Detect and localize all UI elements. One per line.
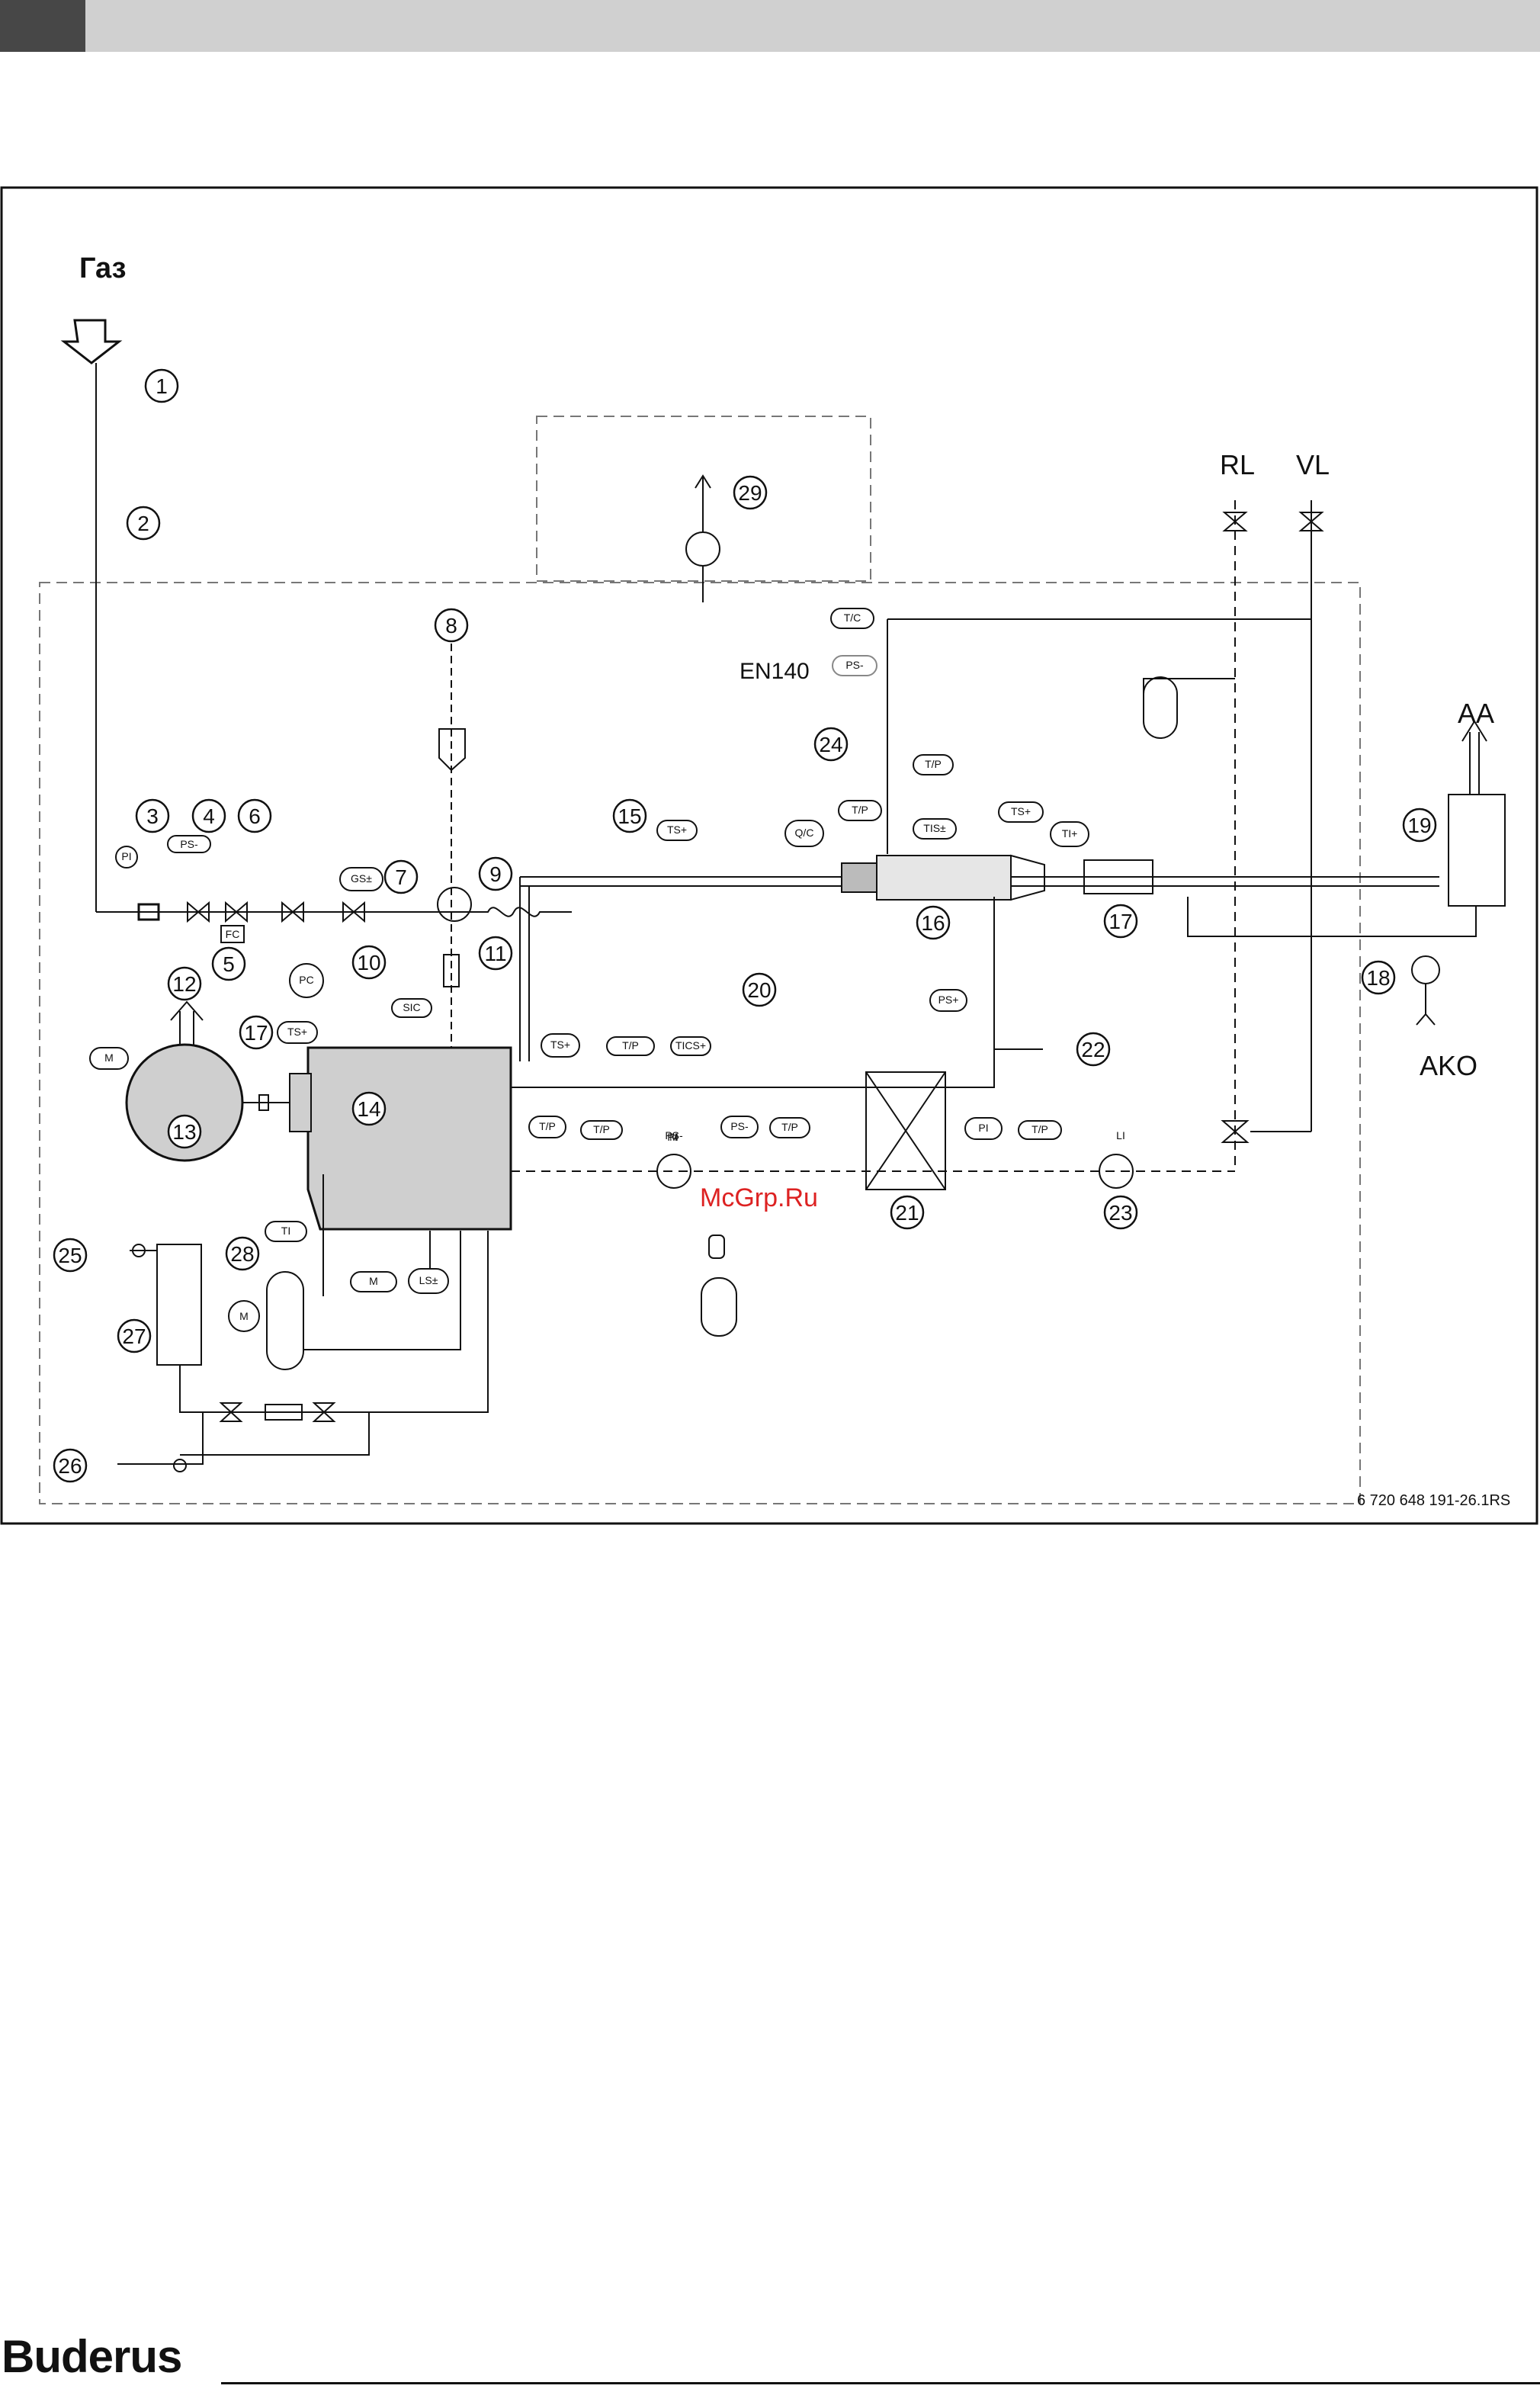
instrument-tag: TS+	[550, 1039, 570, 1051]
callout-number: 5	[223, 952, 235, 976]
boiler-body	[308, 1048, 511, 1229]
gas-inlet-label: Газ	[79, 252, 127, 284]
instrument-tag: PS-	[180, 838, 198, 850]
footer-rule	[221, 2382, 1540, 2384]
callout-number: 27	[122, 1324, 146, 1348]
callout-number: 1	[156, 374, 168, 398]
instrument-tag: T/P	[539, 1120, 556, 1132]
instrument-tag: TI+	[1062, 827, 1078, 840]
callout-number: 2	[137, 512, 149, 535]
instrument-tag: PS-	[845, 659, 864, 671]
callout-number: 24	[819, 733, 842, 756]
instrument-tag: T/P	[781, 1121, 798, 1133]
instrument-tag: M	[239, 1310, 249, 1322]
drawing-code: 6 720 648 191-26.1RS	[1357, 1492, 1510, 1509]
callout-number: 12	[172, 972, 196, 996]
callout-number: 28	[230, 1242, 254, 1266]
callout-number: 26	[58, 1454, 82, 1478]
callout-number: 21	[895, 1201, 919, 1225]
instrument-tag: PI	[121, 850, 131, 862]
callout-number: 6	[249, 804, 261, 828]
flow-label: VL	[1296, 449, 1330, 480]
callout-number: 13	[172, 1120, 196, 1144]
callout-number: 8	[445, 614, 457, 637]
instrument-tag: T/P	[852, 804, 868, 816]
instrument-tag: M	[104, 1052, 114, 1064]
brand-logo: Buderus	[2, 2330, 181, 2383]
watermark: McGrp.Ru	[700, 1183, 818, 1212]
instrument-tag: M	[369, 1275, 378, 1287]
instrument-tag: TICS+	[675, 1039, 706, 1052]
callout-number: 20	[747, 978, 771, 1002]
instrument-tag: TS+	[287, 1026, 307, 1038]
callout-number: 7	[395, 865, 407, 889]
callout-number: 25	[58, 1244, 82, 1267]
callout-number: 16	[921, 911, 945, 935]
instrument-tag: TIS±	[923, 822, 946, 834]
callout-number: 19	[1407, 814, 1431, 837]
instrument-tag: M	[669, 1131, 679, 1143]
callout-number: 18	[1366, 966, 1390, 990]
callout-number: 4	[203, 804, 215, 828]
instrument-tag: PS+	[938, 994, 959, 1006]
callout-number: 17	[244, 1021, 268, 1045]
callout-number: 3	[146, 804, 159, 828]
norm-label: EN140	[740, 659, 810, 684]
instrument-tag: T/P	[622, 1039, 639, 1052]
heat-exchanger	[877, 856, 1011, 900]
instrument-tag: GS±	[351, 872, 372, 885]
instrument-tag: TS+	[667, 824, 687, 836]
callout-number: 22	[1081, 1038, 1105, 1061]
callout-number: 23	[1108, 1201, 1132, 1225]
instrument-tag: PC	[299, 974, 313, 986]
instrument-tag: T/P	[1031, 1123, 1048, 1135]
instrument-tag: PI	[978, 1122, 988, 1134]
instrument-tag: T/P	[593, 1123, 610, 1135]
instrument-tag: Q/C	[795, 827, 814, 839]
return-label: RL	[1220, 449, 1255, 480]
exhaust-label: AA	[1458, 698, 1494, 729]
instrument-tag: LS±	[419, 1274, 438, 1286]
callout-number: 10	[357, 951, 380, 974]
instrument-tag: TI	[281, 1225, 290, 1237]
instrument-tag: TS+	[1011, 805, 1031, 817]
condensate-label: AKO	[1420, 1050, 1477, 1081]
callout-number: 14	[357, 1097, 380, 1121]
instrument-tag: T/C	[844, 612, 861, 624]
callout-number: 29	[738, 481, 762, 505]
instrument-tag: T/P	[925, 758, 942, 770]
instrument-tag: SIC	[403, 1001, 420, 1013]
callout-number: 11	[484, 942, 506, 965]
callout-number: 15	[618, 804, 641, 828]
instrument-tag: LI	[1116, 1129, 1125, 1141]
callout-number: 17	[1108, 910, 1132, 933]
callout-number: 9	[489, 862, 502, 886]
instrument-tag: PS-	[730, 1120, 749, 1132]
instrument-tag: FC	[226, 928, 240, 940]
